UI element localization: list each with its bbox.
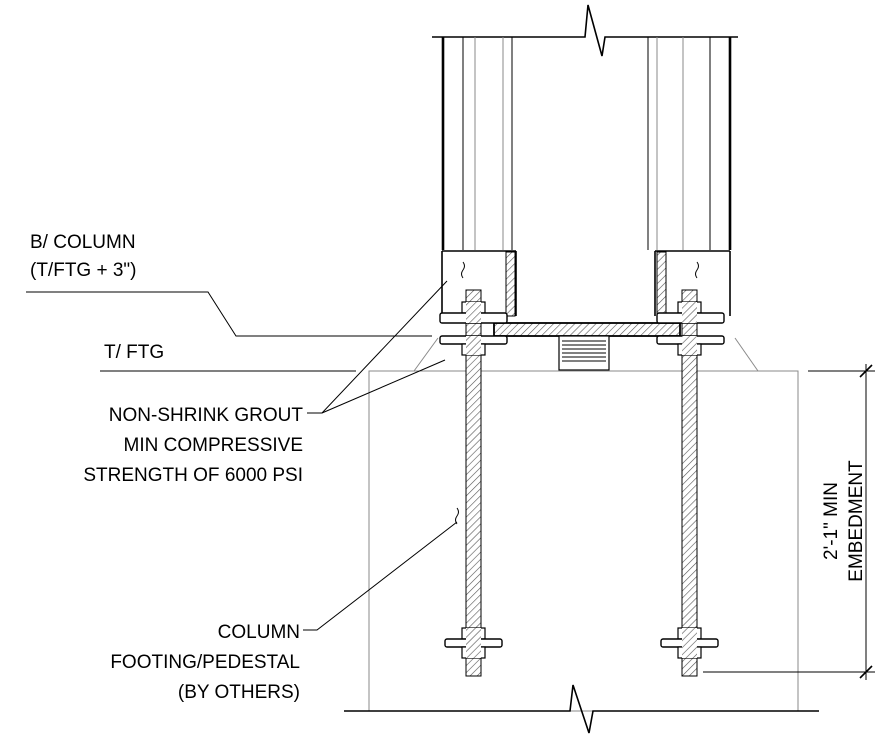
embedment-label-line2: EMBEDMENT [846, 460, 867, 582]
footing-label-line2: FOOTING/PEDESTAL [110, 652, 300, 673]
base-plate [493, 322, 681, 371]
column-base-segment [441, 250, 731, 317]
bottom-of-column-offset-label: (T/FTG + 3") [30, 260, 137, 281]
steel-column [432, 4, 738, 250]
embedment-dimension [703, 364, 875, 680]
anchor-rod-left [439, 289, 508, 677]
grout-label-line3: STRENGTH OF 6000 PSI [83, 465, 303, 486]
bottom-of-column-leader [26, 291, 432, 337]
embedment-label-line1: 2'-1" MIN [821, 482, 842, 560]
grout-label-line2: MIN COMPRESSIVE [124, 435, 303, 456]
grout-label-line1: NON-SHRINK GROUT [109, 405, 304, 426]
footing-leader [303, 521, 458, 631]
footing-label-line1: COLUMN [218, 622, 300, 643]
footing-label-line3: (BY OTHERS) [178, 682, 300, 703]
anchor-rod-right [656, 289, 725, 677]
footing-bottom-break-line [344, 684, 819, 734]
grout-leader [307, 280, 448, 414]
footing-pedestal [344, 370, 819, 734]
top-of-footing-label: T/ FTG [104, 342, 164, 363]
bottom-of-column-label: B/ COLUMN [30, 232, 136, 253]
leader-lines [26, 280, 458, 631]
column-top-break-line [432, 4, 738, 57]
